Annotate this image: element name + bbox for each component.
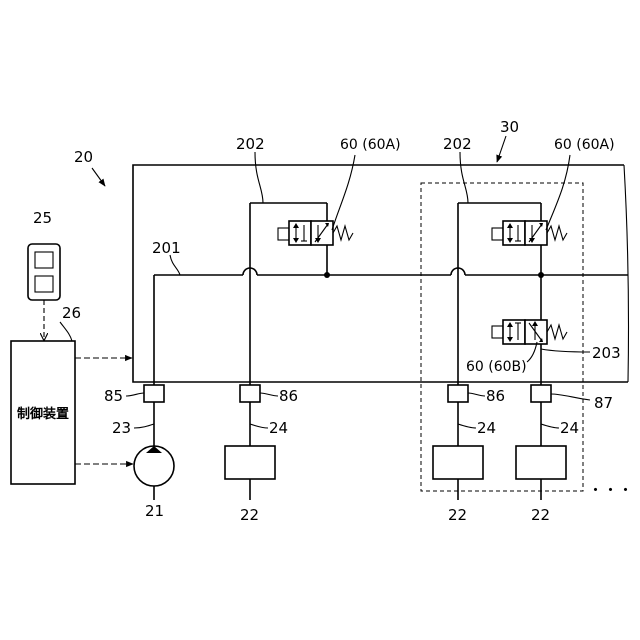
leader-24-left	[250, 424, 268, 428]
leader-86-left	[260, 393, 278, 396]
continuation-dots: ・・・	[588, 481, 633, 499]
port-86-right	[448, 385, 468, 402]
label-hose-24a: 24	[269, 419, 288, 437]
label-actuator-a: 22	[240, 506, 259, 524]
label-supply-line: 201	[152, 239, 181, 257]
leader-202-right	[460, 152, 468, 203]
label-system: 20	[74, 148, 93, 166]
leader-30	[497, 136, 506, 162]
leader-60a-left	[332, 155, 355, 230]
supply-line-201	[154, 268, 628, 385]
leader-26	[60, 322, 72, 341]
label-valve-b: 60 (60B)	[466, 359, 527, 375]
valve-60a-right	[492, 221, 567, 245]
label-valve-a1: 60 (60A)	[340, 137, 401, 153]
actuator-22-left	[225, 446, 275, 479]
label-display: 25	[33, 209, 52, 227]
label-branch-a: 202	[236, 135, 265, 153]
label-actuator-c: 22	[531, 506, 550, 524]
port-87	[531, 385, 551, 402]
module-boundary	[421, 183, 583, 491]
leader-202-left	[255, 152, 263, 203]
valve-60a-left	[278, 221, 353, 245]
leader-24-mid	[458, 424, 476, 428]
leader-85	[126, 393, 144, 396]
housing-break-edge	[624, 165, 629, 382]
leader-20	[92, 168, 105, 186]
label-port-85: 85	[104, 387, 123, 405]
label-port-86b: 86	[486, 387, 505, 405]
leader-201	[170, 255, 180, 275]
leader-24-right	[541, 424, 559, 428]
label-branch-b: 202	[443, 135, 472, 153]
label-hose-24b: 24	[477, 419, 496, 437]
label-controller: 26	[62, 304, 81, 322]
label-port-86a: 86	[279, 387, 298, 405]
label-hose-24c: 24	[560, 419, 579, 437]
port-86-left	[240, 385, 260, 402]
label-valve-a2: 60 (60A)	[554, 137, 615, 153]
display-25	[28, 244, 60, 300]
port-85	[144, 385, 164, 402]
actuator-22-right	[516, 446, 566, 479]
leader-23	[134, 424, 154, 428]
actuator-22-mid	[433, 446, 483, 479]
unit-housing	[133, 165, 628, 382]
leader-60b	[527, 342, 537, 362]
leader-86-right	[468, 393, 485, 396]
leader-60a-right	[546, 155, 570, 230]
valve-60b	[492, 320, 567, 344]
label-hose-23: 23	[112, 419, 131, 437]
controller-name: 制御装置	[17, 406, 69, 422]
label-branch-c: 203	[592, 344, 621, 362]
pump-21	[134, 446, 174, 486]
label-unit: 30	[500, 118, 519, 136]
label-port-87: 87	[594, 394, 613, 412]
leader-87	[551, 394, 590, 400]
label-pump: 21	[145, 502, 164, 520]
label-actuator-b: 22	[448, 506, 467, 524]
